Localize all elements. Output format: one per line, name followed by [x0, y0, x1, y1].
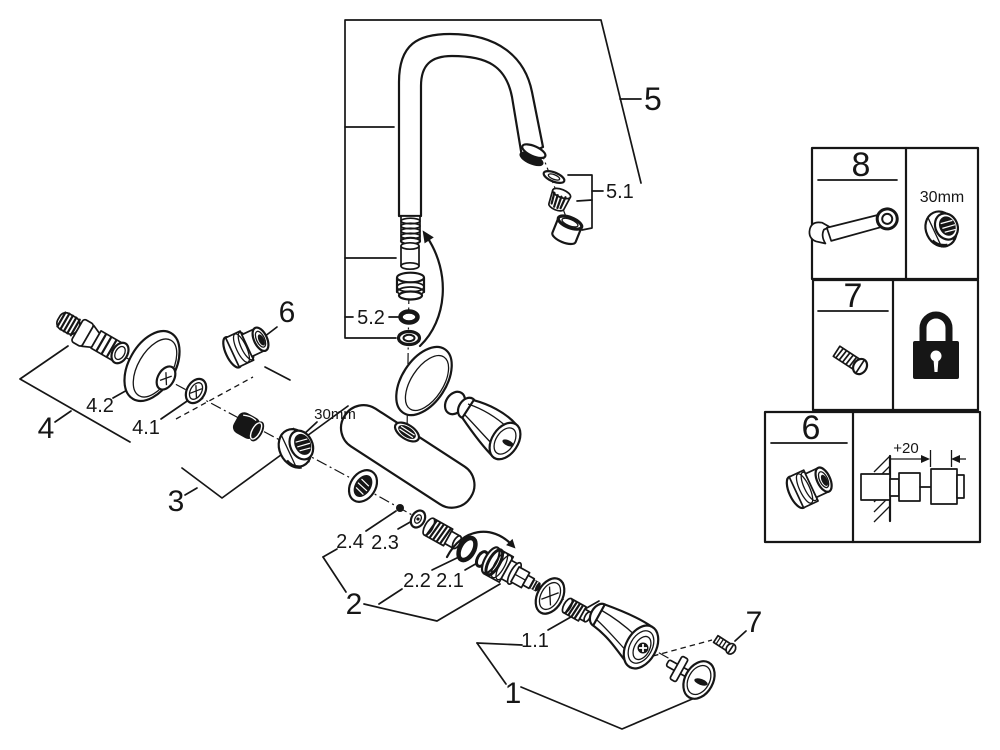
- callout-30mm: 30mm: [314, 406, 356, 423]
- spout-shank: [399, 215, 422, 246]
- body-inlet-bore: [347, 469, 379, 503]
- handle-adapter-1-1: [561, 597, 592, 623]
- spout-tip-nut: [519, 143, 547, 167]
- rotation-arrow-spout: [418, 230, 444, 348]
- spout-sleeve: [400, 241, 420, 271]
- callout-7: 7: [746, 606, 763, 639]
- callout-3: 3: [168, 485, 185, 518]
- callout-2-4: 2.4: [336, 531, 364, 553]
- union-extension-icon: [785, 466, 833, 510]
- wall-escutcheon: [395, 345, 453, 417]
- callout-2-2: 2.2: [403, 570, 431, 592]
- cartridge: [480, 546, 541, 592]
- o-ring-2-2: [456, 535, 478, 563]
- handle-knob: [588, 602, 660, 670]
- callout-2-1: 2.1: [436, 570, 464, 592]
- callout-5: 5: [644, 81, 662, 117]
- panel-8-nut-size: 30mm: [920, 189, 964, 206]
- panel-6: 6 +20: [763, 409, 982, 544]
- handle-escutcheon-ring: [534, 577, 566, 615]
- callout-4-1: 4.1: [132, 417, 160, 439]
- callout-5-2: 5.2: [357, 307, 385, 329]
- panel-6-dimension: +20: [893, 440, 918, 457]
- washer-4-1: [184, 377, 208, 405]
- callout-6: 6: [279, 296, 296, 329]
- callout-1-1: 1.1: [521, 630, 549, 652]
- coupling-nut-30mm: [277, 427, 315, 469]
- callout-4: 4: [38, 412, 55, 445]
- padlock-icon: [913, 311, 959, 379]
- panel-7-number: 7: [844, 277, 863, 315]
- callout-5-1: 5.1: [606, 181, 634, 203]
- panel-6-number: 6: [802, 409, 821, 447]
- check-ball-2-4: [396, 504, 404, 512]
- rotation-arrow-cartridge: [445, 530, 516, 559]
- body-top-hole: [393, 421, 421, 443]
- aerator-housing: [551, 214, 584, 246]
- callout-labels: 5 5.1 5.2 4 4.2 4.1 3 30mm 6 2.4 2.3 2.2…: [38, 81, 763, 710]
- spout: [397, 32, 545, 218]
- callout-4-2: 4.2: [86, 395, 114, 417]
- o-ring-lower: [396, 329, 422, 347]
- callout-2: 2: [346, 588, 363, 621]
- callout-2-3: 2.3: [371, 532, 399, 554]
- panel-7: 7: [811, 277, 980, 412]
- aerator-washer: [542, 170, 566, 184]
- panel-8: 8 30mm: [808, 146, 980, 281]
- handle-logo: [502, 439, 514, 447]
- body-handle: [456, 396, 522, 461]
- cap-logo: [694, 678, 708, 686]
- grub-screw: [712, 634, 737, 655]
- screw-icon: [832, 345, 869, 376]
- thread-bushing: [422, 517, 463, 550]
- washer-2-3: [409, 509, 427, 529]
- callout-1: 1: [505, 677, 522, 710]
- index-cap: [665, 655, 716, 700]
- s-union: [56, 311, 130, 365]
- nut-icon: [924, 210, 960, 248]
- escutcheon-4-2: [123, 330, 181, 402]
- wall-dimension-drawing: +20: [860, 440, 966, 523]
- wrench-icon: [808, 207, 899, 245]
- o-ring-5-2: [398, 309, 420, 325]
- union-extension-6: [222, 326, 270, 369]
- panel-8-number: 8: [852, 146, 871, 184]
- filter-insert: [232, 412, 265, 442]
- gland-nut: [395, 271, 426, 301]
- aerator-insert: [548, 187, 572, 212]
